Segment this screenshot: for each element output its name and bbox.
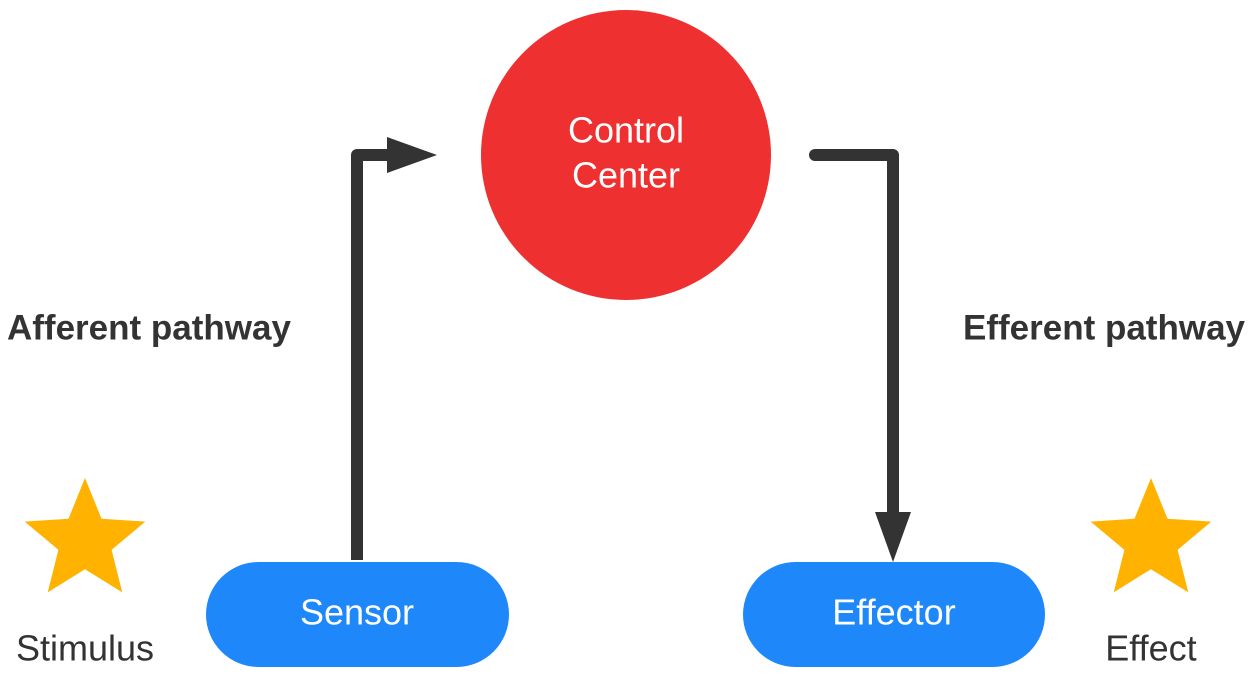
control-center-node: Control Center [481,10,771,300]
sensor-node: Sensor [206,562,509,667]
control-center-label-line1: Control [568,110,684,151]
effect-label: Effect [1105,628,1196,669]
control-center-label-line2: Center [572,155,680,196]
star-icon [24,478,146,593]
stimulus-label: Stimulus [16,628,154,669]
star-icon [1090,478,1212,593]
efferent-arrow [809,149,911,562]
afferent-pathway-label: Afferent pathway [7,308,291,347]
afferent-arrow [351,137,437,560]
effector-label: Effector [832,592,955,633]
efferent-pathway-label: Efferent pathway [963,308,1246,347]
sensor-label: Sensor [300,592,414,633]
effector-node: Effector [743,562,1045,667]
